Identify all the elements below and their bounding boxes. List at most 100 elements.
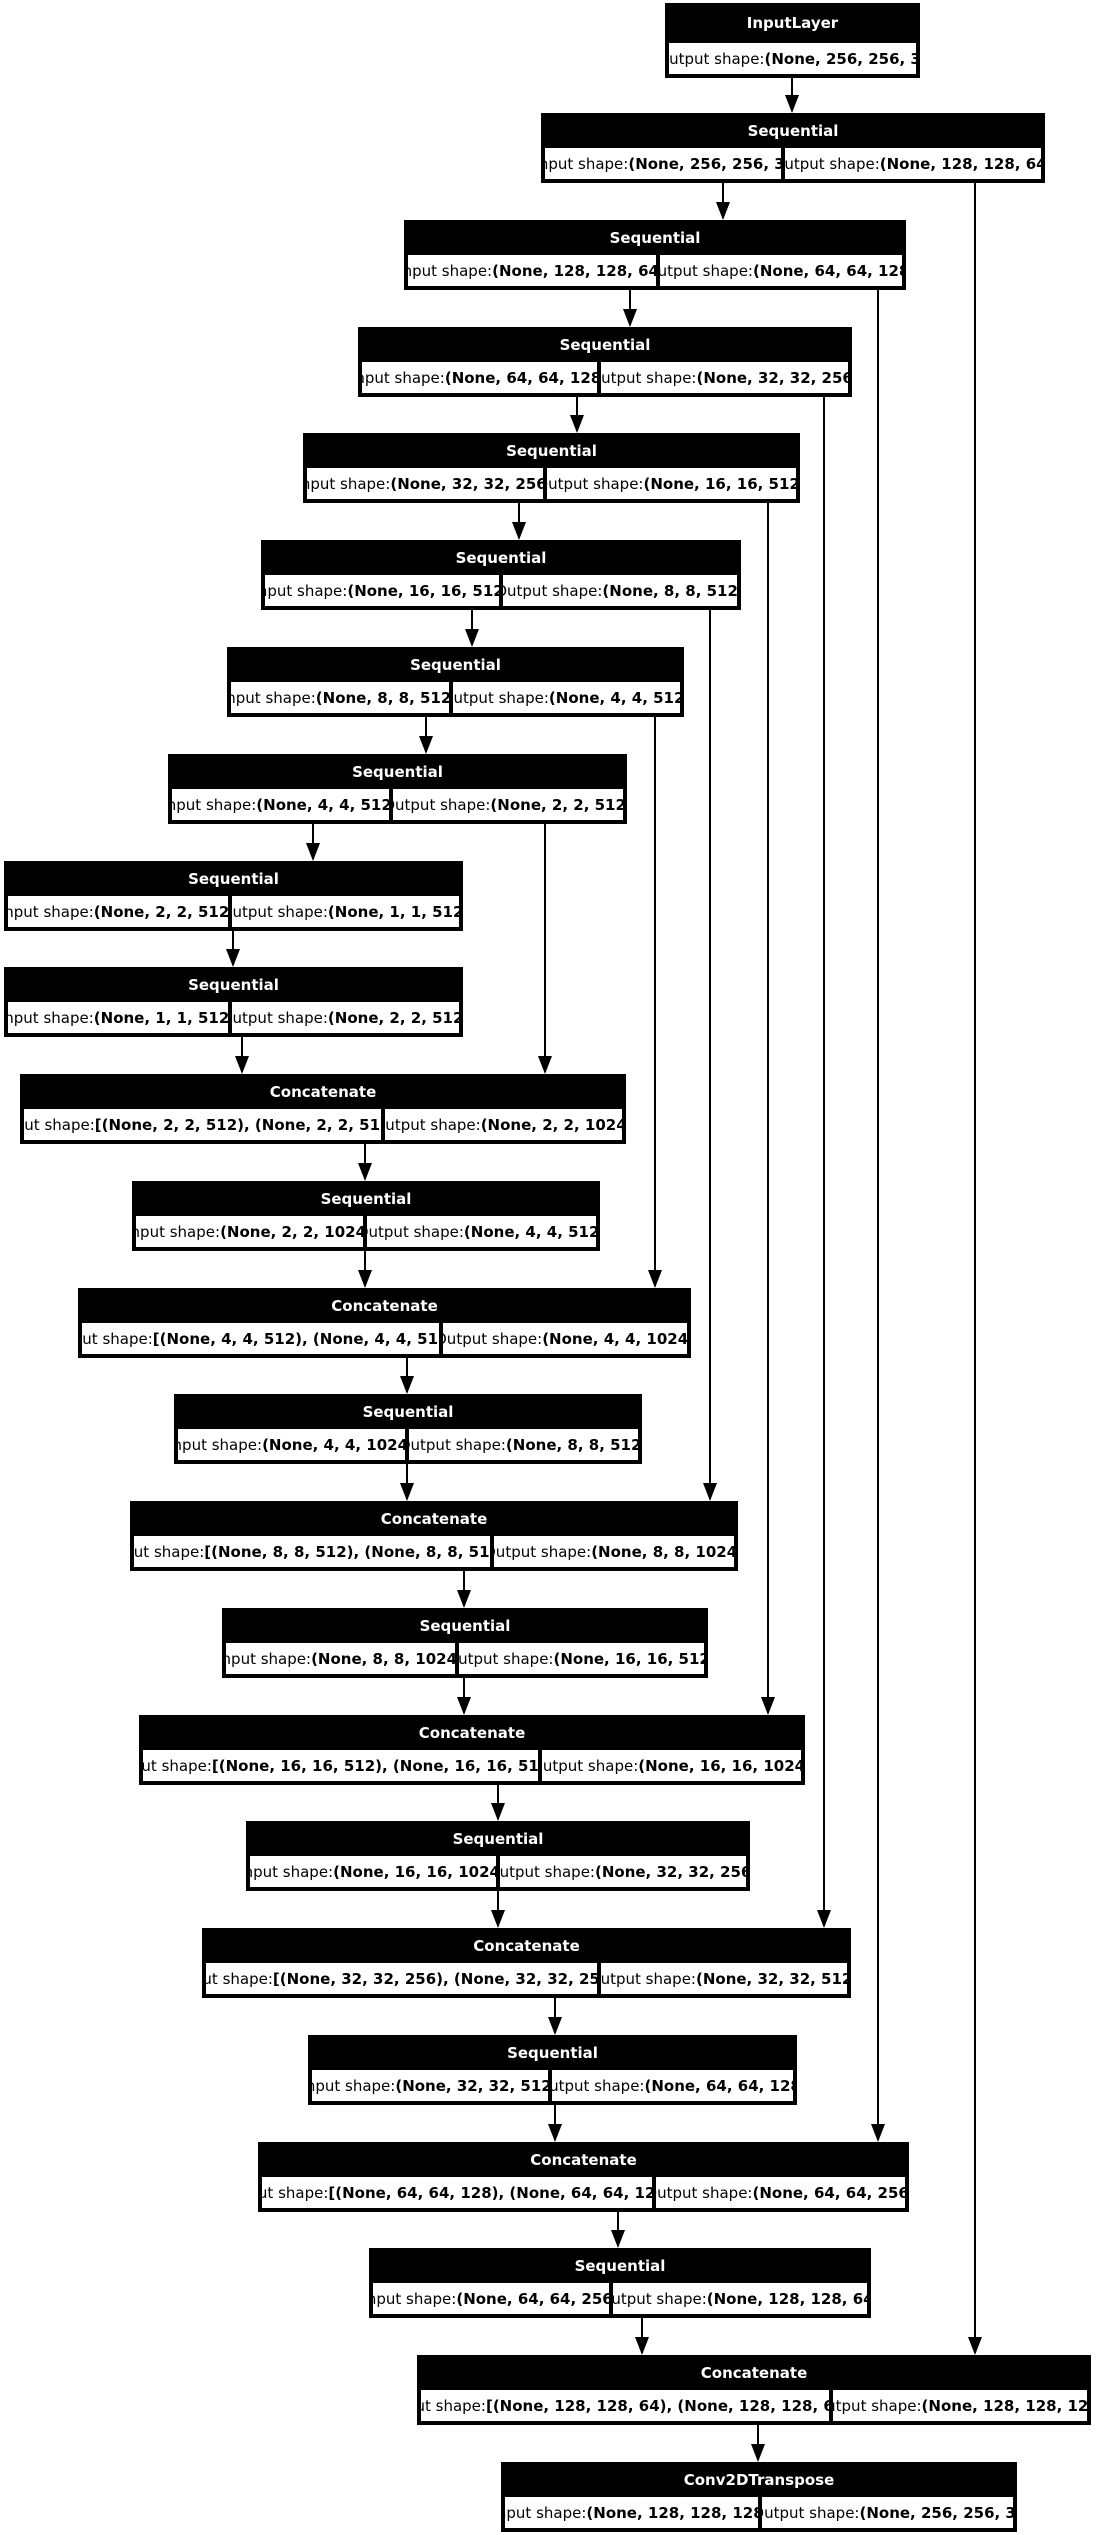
layer-title: Sequential <box>352 762 443 781</box>
output-shape-cell: Output shape: (None, 16, 16, 512) <box>547 468 796 499</box>
shape-value: (None, 16, 16, 512) <box>553 1649 704 1668</box>
shape-cells-row: Input shape: (None, 4, 4, 1024)Output sh… <box>174 1429 642 1464</box>
shape-cells-row: Input shape: (None, 64, 64, 256)Output s… <box>369 2283 871 2318</box>
shape-prefix-label: Input shape: <box>421 2396 486 2415</box>
shape-cells-row: Input shape: (None, 4, 4, 512)Output sha… <box>168 789 627 824</box>
input-shape-cell: Input shape: (None, 32, 32, 512) <box>312 2070 548 2101</box>
shape-prefix-label: Output shape: <box>669 49 765 68</box>
shape-value: (None, 2, 2, 512) <box>93 902 228 921</box>
shape-value: (None, 32, 32, 512) <box>695 1969 847 1988</box>
shape-value: (None, 16, 16, 1024) <box>638 1756 801 1775</box>
layer-node-14-concatenate: ConcatenateInput shape: [(None, 8, 8, 51… <box>130 1501 738 1571</box>
shape-value: [(None, 128, 128, 64), (None, 128, 128, … <box>485 2396 829 2415</box>
shape-prefix-label: Output shape: <box>367 1222 464 1241</box>
shape-value: [(None, 64, 64, 128), (None, 64, 64, 128… <box>328 2183 652 2202</box>
input-shape-cell: Input shape: (None, 128, 128, 64) <box>408 255 656 286</box>
shape-prefix-label: Input shape: <box>134 1542 205 1561</box>
shape-cells-row: Input shape: (None, 32, 32, 256)Output s… <box>303 468 800 503</box>
input-shape-cell: Input shape: (None, 32, 32, 256) <box>307 468 543 499</box>
shape-value: (None, 2, 2, 1024) <box>480 1115 622 1134</box>
shape-value: (None, 128, 128, 64) <box>706 2289 867 2308</box>
shape-prefix-label: Input shape: <box>82 1329 153 1348</box>
shape-value: [(None, 2, 2, 512), (None, 2, 2, 512)] <box>94 1115 381 1134</box>
input-shape-cell: Input shape: [(None, 64, 64, 128), (None… <box>262 2177 652 2208</box>
input-shape-cell: Input shape: [(None, 4, 4, 512), (None, … <box>82 1323 439 1354</box>
output-shape-cell: Output shape: (None, 128, 128, 128) <box>833 2390 1087 2421</box>
layer-title: Concatenate <box>700 2363 808 2382</box>
shape-prefix-label: Input shape: <box>24 1115 95 1134</box>
shape-prefix-label: Output shape: <box>393 795 491 814</box>
input-shape-cell: Input shape: [(None, 8, 8, 512), (None, … <box>134 1536 490 1567</box>
shape-prefix-label: Output shape: <box>409 1435 506 1454</box>
shape-cells-row: Input shape: (None, 2, 2, 512)Output sha… <box>4 896 463 931</box>
layer-title: Concatenate <box>473 1936 580 1955</box>
layer-title: Sequential <box>506 441 597 460</box>
shape-value: (None, 2, 2, 512) <box>327 1008 459 1027</box>
shape-value: (None, 64, 64, 128) <box>752 261 902 280</box>
input-shape-cell: Input shape: (None, 4, 4, 512) <box>172 789 389 820</box>
layer-title: Sequential <box>559 335 651 354</box>
output-shape-cell: Output shape: (None, 32, 32, 256) <box>601 362 848 393</box>
input-shape-cell: Input shape: [(None, 128, 128, 64), (Non… <box>421 2390 829 2421</box>
output-shape-cell: Output shape: (None, 64, 64, 256) <box>656 2177 905 2208</box>
shape-value: (None, 128, 128, 64) <box>879 154 1041 173</box>
layer-node-16-concatenate: ConcatenateInput shape: [(None, 16, 16, … <box>139 1715 805 1785</box>
output-shape-cell: Output shape: (None, 4, 4, 512) <box>453 682 680 713</box>
layer-title: Concatenate <box>331 1296 438 1315</box>
layer-node-18-concatenate: ConcatenateInput shape: [(None, 32, 32, … <box>202 1928 851 1998</box>
shape-cells-row: Input shape: [(None, 128, 128, 64), (Non… <box>417 2390 1091 2425</box>
shape-prefix-label: Input shape: <box>178 1435 263 1454</box>
shape-prefix-label: Input shape: <box>136 1222 221 1241</box>
output-shape-cell: Output shape: (None, 256, 256, 3) <box>762 2497 1013 2528</box>
input-shape-cell: Input shape: (None, 16, 16, 1024) <box>250 1856 496 1887</box>
layer-node-20-concatenate: ConcatenateInput shape: [(None, 64, 64, … <box>258 2142 909 2212</box>
input-shape-cell: Input shape: [(None, 16, 16, 512), (None… <box>143 1750 538 1781</box>
shape-prefix-label: Output shape: <box>547 474 644 493</box>
output-shape-cell: Output shape: (None, 128, 128, 64) <box>613 2283 867 2314</box>
shape-prefix-label: Output shape: <box>385 1115 481 1134</box>
output-shape-cell: Output shape: (None, 8, 8, 1024) <box>494 1536 734 1567</box>
output-shape-cell: Output shape: (None, 2, 2, 1024) <box>385 1109 622 1140</box>
shape-value: (None, 128, 128, 128) <box>921 2396 1087 2415</box>
input-shape-cell: Input shape: (None, 16, 16, 512) <box>265 575 499 606</box>
output-shape-cell: Output shape: (None, 4, 4, 1024) <box>443 1323 687 1354</box>
input-shape-cell: Input shape: (None, 2, 2, 512) <box>8 896 228 927</box>
shape-prefix-label: Input shape: <box>545 154 629 173</box>
layer-node-10-concatenate: ConcatenateInput shape: [(None, 2, 2, 51… <box>20 1074 626 1144</box>
shape-value: (None, 128, 128, 64) <box>492 261 656 280</box>
shape-value: [(None, 4, 4, 512), (None, 4, 4, 512)] <box>152 1329 439 1348</box>
shape-prefix-label: Output shape: <box>542 1756 639 1775</box>
output-shape-cell: Output shape: (None, 32, 32, 512) <box>601 1963 847 1994</box>
shape-prefix-label: Output shape: <box>785 154 880 173</box>
shape-prefix-label: Output shape: <box>494 1542 592 1561</box>
shape-cells-row: Input shape: (None, 16, 16, 1024)Output … <box>246 1856 750 1891</box>
shape-value: (None, 16, 16, 512) <box>643 474 796 493</box>
shape-value: (None, 64, 64, 256) <box>456 2289 609 2308</box>
output-shape-cell: Output shape: (None, 64, 64, 128) <box>660 255 902 286</box>
shape-prefix-label: Output shape: <box>762 2503 860 2522</box>
shape-cells-row: Input shape: (None, 128, 128, 64)Output … <box>404 255 906 290</box>
output-shape-cell: Output shape: (None, 1, 1, 512) <box>232 896 459 927</box>
output-shape-cell: Output shape: (None, 128, 128, 64) <box>785 148 1041 179</box>
layer-title: Sequential <box>609 228 701 247</box>
shape-prefix-label: Input shape: <box>408 261 493 280</box>
layer-node-22-concatenate: ConcatenateInput shape: [(None, 128, 128… <box>417 2355 1091 2425</box>
shape-value: (None, 256, 256, 3) <box>764 49 916 68</box>
shape-value: (None, 8, 8, 1024) <box>591 1542 734 1561</box>
shape-value: (None, 8, 8, 512) <box>602 581 737 600</box>
layer-title: Sequential <box>188 975 279 994</box>
shape-cells-row: Input shape: [(None, 64, 64, 128), (None… <box>258 2177 909 2212</box>
layer-title: Sequential <box>574 2256 666 2275</box>
shape-value: (None, 128, 128, 128) <box>586 2503 758 2522</box>
shape-prefix-label: Output shape: <box>552 2076 645 2095</box>
output-shape-cell: Output shape: (None, 2, 2, 512) <box>232 1002 459 1033</box>
shape-prefix-label: Input shape: <box>265 581 348 600</box>
output-shape-cell: Output shape: (None, 8, 8, 512) <box>503 575 737 606</box>
